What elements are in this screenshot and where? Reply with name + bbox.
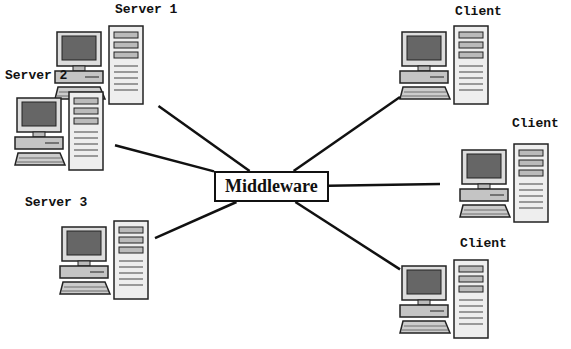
box-label: Middleware — [225, 176, 318, 197]
server-station: Server 3 — [25, 195, 155, 303]
connector-line — [115, 145, 214, 171]
client-computer — [400, 26, 488, 104]
server-station: Server 1 — [55, 2, 185, 106]
station-label: Server 1 — [115, 2, 177, 17]
middleware-box: Middleware — [214, 171, 329, 202]
station-label: Server 3 — [25, 195, 87, 210]
server-computer — [60, 221, 148, 299]
client-station: Client — [440, 116, 565, 226]
station-label: Server 2 — [5, 68, 67, 83]
station-label: Client — [512, 116, 559, 131]
connector-line — [295, 202, 400, 269]
client-station: Client — [400, 236, 511, 342]
server-computer — [15, 92, 103, 170]
client-computer — [460, 144, 548, 222]
connector-line — [329, 184, 440, 186]
station-label: Client — [455, 4, 502, 19]
connector-line — [294, 97, 400, 171]
server-station: Server 2 — [5, 68, 115, 174]
station-label: Client — [460, 236, 507, 251]
client-station: Client — [400, 4, 510, 108]
client-computer — [400, 260, 488, 338]
connector-line — [155, 202, 236, 238]
